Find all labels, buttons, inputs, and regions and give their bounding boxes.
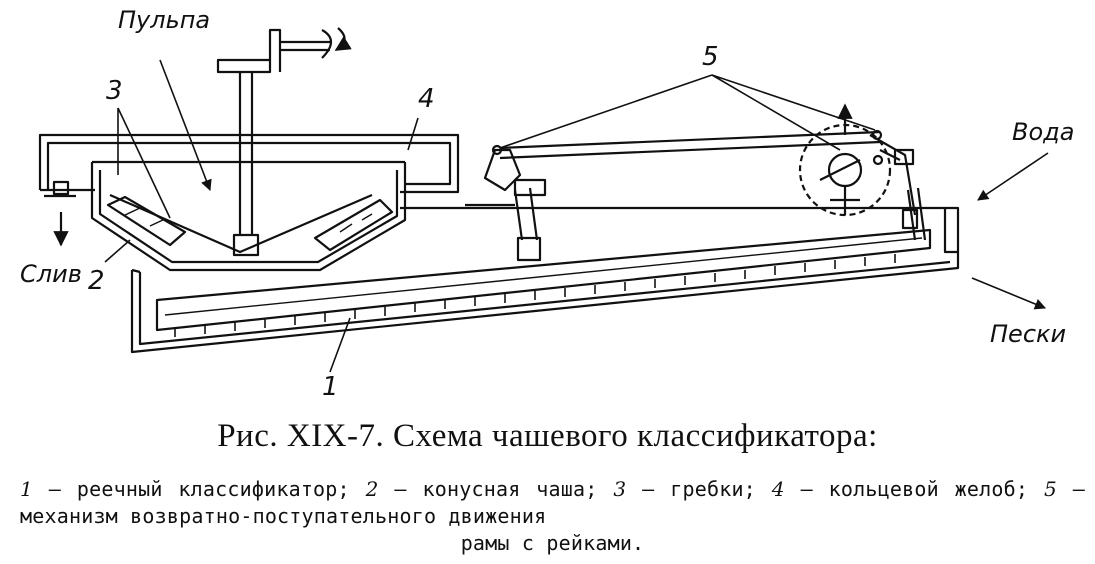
water-label: Вода — [1012, 118, 1075, 146]
callout-5: 5 — [702, 42, 719, 72]
pulp-label: Пульпа — [118, 6, 211, 34]
legend-text-3: — гребки; — [626, 477, 772, 501]
callout-3: 3 — [106, 76, 123, 106]
overflow-label: Слив — [20, 260, 82, 288]
classifier-diagram — [38, 27, 1049, 373]
legend-text-1: — реечный классификатор; — [32, 477, 366, 501]
leader-lines — [104, 59, 1049, 373]
vertical-shaft — [216, 27, 352, 257]
figure-legend: 1 — реечный классификатор; 2 — конусная … — [20, 476, 1085, 557]
legend-index-2: 2 — [365, 477, 379, 501]
legend-index-4: 4 — [771, 477, 785, 501]
legend-line-3: рамы с рейками. — [460, 531, 645, 555]
overflow-outlet — [44, 180, 76, 247]
legend-text-4: — кольцевой желоб; — [784, 477, 1044, 501]
drive-mechanism — [465, 103, 927, 262]
callout-4: 4 — [418, 84, 435, 114]
legend-text-5: — механизм возвратно-поступательного дви… — [20, 477, 1085, 528]
legend-text-2: — конусная чаша; — [378, 477, 614, 501]
legend-index-5: 5 — [1043, 477, 1057, 501]
conical-bowl — [90, 160, 407, 272]
annular-launder — [38, 133, 460, 194]
rake-classifier-trough — [130, 206, 960, 354]
bowl-rakes — [106, 193, 394, 254]
sands-label: Пески — [990, 320, 1067, 348]
legend-index-3: 3 — [613, 477, 627, 501]
callout-1: 1 — [322, 372, 339, 402]
callout-2: 2 — [88, 266, 105, 296]
figure-caption: Рис. XIX-7. Схема чашевого классификатор… — [217, 418, 878, 454]
legend-index-1: 1 — [20, 477, 33, 501]
rake-frame — [155, 228, 932, 337]
